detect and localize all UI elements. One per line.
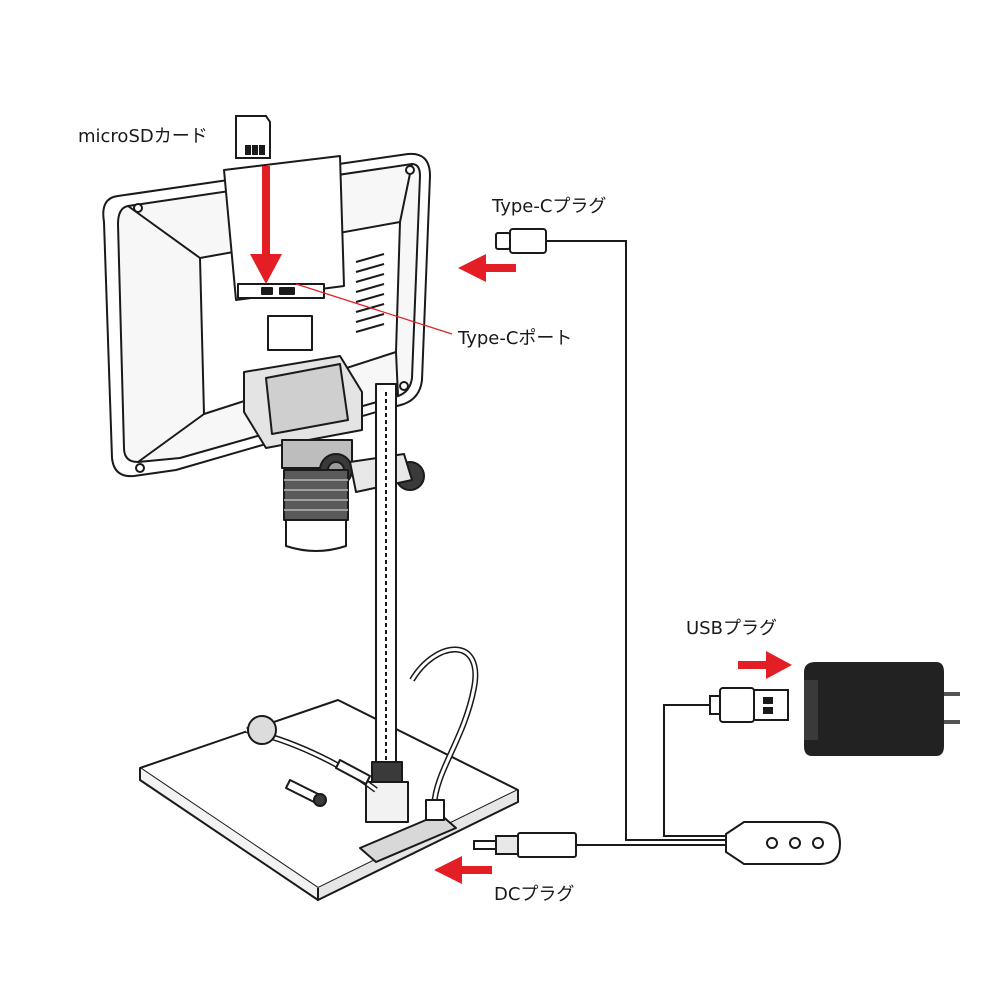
label-typec-port: Type-Cポート — [457, 328, 572, 349]
dc-plug-icon — [473, 832, 577, 858]
microscope — [102, 152, 519, 901]
lens — [283, 469, 349, 552]
label-typec-plug: Type-Cプラグ — [491, 196, 606, 217]
typec-port-leader — [295, 283, 453, 335]
arrow-usb-plug — [738, 651, 792, 679]
label-usb-plug: USBプラグ — [686, 618, 777, 639]
label-microsd: microSDカード — [78, 126, 208, 147]
usb-cable — [663, 704, 730, 837]
label-dc-plug: DCプラグ — [494, 884, 574, 905]
cables — [546, 240, 730, 846]
typec-port — [279, 287, 295, 295]
typec-plug-icon — [495, 228, 547, 254]
camera-housing — [243, 355, 425, 491]
stage-clips — [285, 759, 371, 807]
typec-cable — [546, 240, 730, 841]
pole — [365, 383, 409, 823]
base-plate — [139, 699, 519, 901]
power-adapter-icon — [804, 662, 960, 756]
arrow-dc-plug — [434, 856, 492, 884]
arrow-typec-plug — [458, 254, 516, 282]
usb-plug-icon — [709, 687, 789, 723]
microsd-card-icon — [235, 115, 271, 159]
splitter-hub-icon — [725, 821, 842, 865]
arrow-microsd — [250, 166, 282, 284]
